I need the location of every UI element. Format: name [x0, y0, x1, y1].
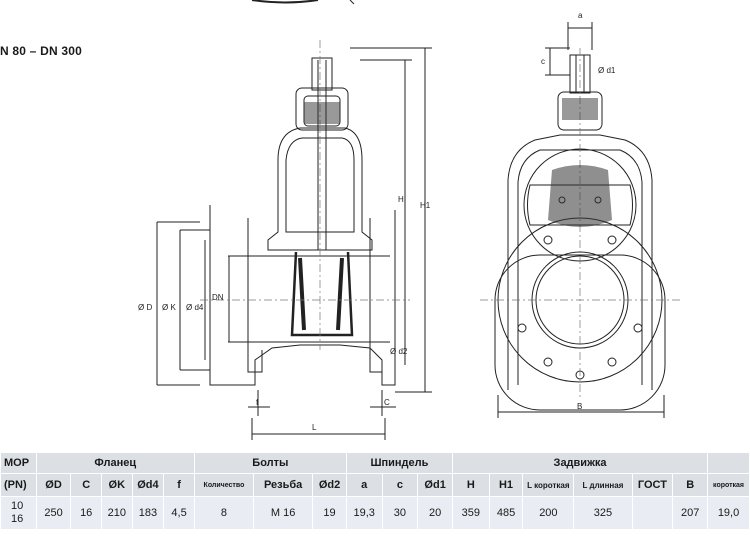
cell-H1: 485 [488, 496, 524, 530]
group-bolts: Болты [193, 452, 347, 474]
cell-gost [631, 496, 674, 530]
label-d4: Ø d4 [186, 303, 204, 312]
col-H1: H1 [488, 473, 524, 497]
cell-L-short: 200 [522, 496, 575, 530]
col-f: f [163, 473, 195, 497]
col-L-long: L длинная [573, 473, 633, 497]
col-thread: Резьба [253, 473, 314, 497]
pn-bottom: 16 [11, 513, 24, 525]
label-a: a [578, 11, 583, 20]
label-f: f [256, 398, 259, 407]
cell-short: 19,0 [707, 496, 750, 530]
group-flange: Фланец [35, 452, 195, 474]
cell-L-long: 325 [573, 496, 633, 530]
col-qty: Количество [193, 473, 255, 497]
label-d2: Ø d2 [390, 347, 408, 356]
mop-header: МОР [0, 452, 37, 474]
col-d4: Ød4 [131, 473, 165, 497]
page-title: N 80 – DN 300 [0, 44, 82, 58]
cell-qty: 8 [193, 496, 255, 530]
cell-H: 359 [451, 496, 490, 530]
cell-d2: 19 [312, 496, 347, 530]
label-DN: DN [212, 293, 224, 302]
group-empty [707, 452, 750, 474]
col-D: ØD [35, 473, 72, 497]
col-B: B [672, 473, 709, 497]
spec-table: МОР Фланец Болты Шпиндель Задвижка (PN) … [0, 452, 750, 530]
group-valve: Задвижка [451, 452, 709, 474]
cell-K: 210 [101, 496, 133, 530]
cell-thread: M 16 [253, 496, 314, 530]
col-d1: Ød1 [417, 473, 453, 497]
group-spindle: Шпиндель [345, 452, 453, 474]
cell-a: 19,3 [345, 496, 383, 530]
col-C: C [70, 473, 102, 497]
label-H: H [398, 195, 404, 204]
col-d2: Ød2 [312, 473, 347, 497]
cell-c: 30 [381, 496, 419, 530]
col-short: короткая [707, 473, 750, 497]
label-d1: Ø d1 [598, 66, 616, 75]
label-K: Ø K [162, 303, 176, 312]
label-H1: H1 [420, 201, 431, 210]
cell-f: 4,5 [163, 496, 195, 530]
label-c: c [541, 57, 545, 66]
label-L: L [312, 423, 317, 432]
cell-C: 16 [70, 496, 102, 530]
cell-D: 250 [35, 496, 72, 530]
col-K: ØK [101, 473, 133, 497]
valve-technical-drawing: a c Ø d1 H H1 Ø D Ø K Ø d4 DN Ø d2 f C L… [138, 0, 680, 440]
cell-d4: 183 [131, 496, 165, 530]
pn-top: 10 [11, 500, 24, 512]
col-c: c [381, 473, 419, 497]
col-a: a [345, 473, 383, 497]
label-B: B [577, 402, 582, 411]
cell-d1: 20 [417, 496, 453, 530]
col-H: H [451, 473, 490, 497]
label-C: C [384, 398, 390, 407]
label-D: Ø D [138, 303, 152, 312]
col-L-short: L короткая [522, 473, 575, 497]
cell-B: 207 [672, 496, 709, 530]
col-gost: ГОСТ [631, 473, 674, 497]
pn-header: (PN) [0, 473, 37, 497]
